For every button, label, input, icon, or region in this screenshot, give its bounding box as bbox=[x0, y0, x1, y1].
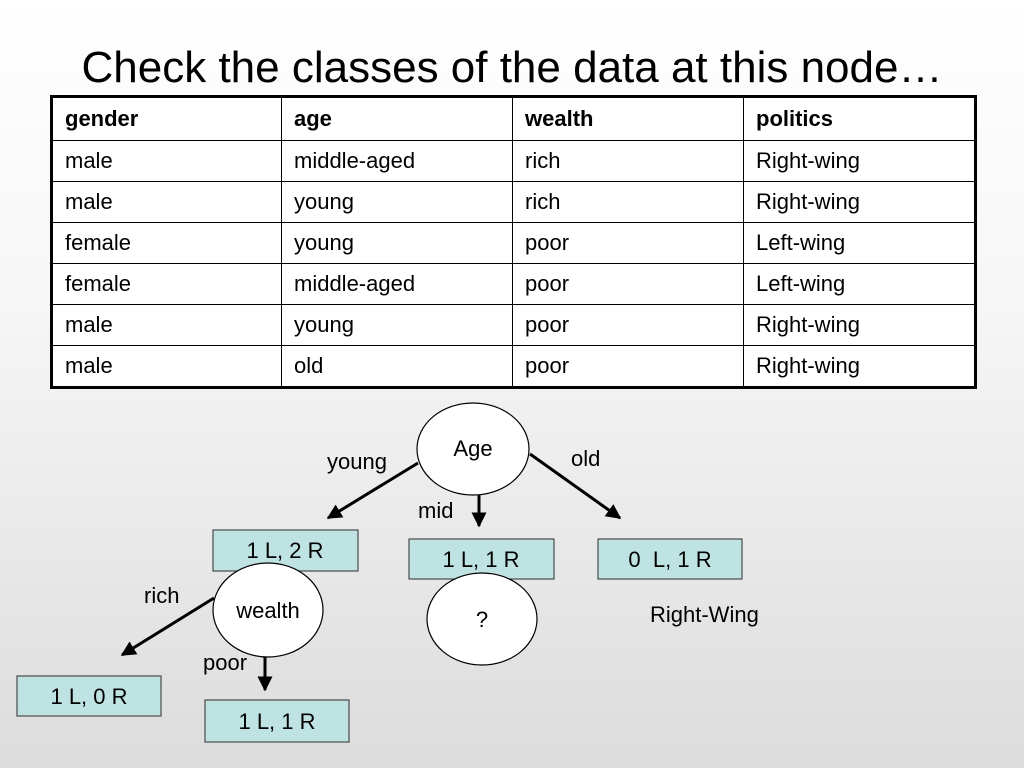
edge-old-arrow bbox=[529, 452, 622, 520]
leaf-poor-box bbox=[204, 699, 350, 743]
cell-age: young bbox=[281, 222, 513, 264]
leaf-young-label: 1 L, 2 R bbox=[246, 538, 323, 563]
cell-politics: Right-wing bbox=[743, 345, 976, 388]
node-wealth-label: wealth bbox=[235, 598, 300, 623]
cell-age: middle-aged bbox=[281, 140, 513, 182]
cell-gender: female bbox=[51, 263, 282, 305]
cell-wealth: rich bbox=[512, 181, 744, 223]
data-table: gender age wealth politics male middle-a… bbox=[50, 95, 977, 389]
header-gender: gender bbox=[51, 96, 282, 141]
leaf-rich-label: 1 L, 0 R bbox=[50, 684, 127, 709]
edge-old-label: old bbox=[571, 446, 600, 471]
edge-rich-arrow bbox=[120, 596, 215, 657]
cell-wealth: poor bbox=[512, 345, 744, 388]
cell-gender: female bbox=[51, 222, 282, 264]
node-wealth bbox=[212, 562, 324, 658]
table-row: male young poor Right-wing bbox=[51, 304, 976, 346]
table-row: female young poor Left-wing bbox=[51, 222, 976, 264]
cell-politics: Right-wing bbox=[743, 181, 976, 223]
node-age bbox=[416, 402, 530, 496]
cell-gender: male bbox=[51, 181, 282, 223]
cell-age: young bbox=[281, 304, 513, 346]
table-row: male old poor Right-wing bbox=[51, 345, 976, 388]
slide-title: Check the classes of the data at this no… bbox=[81, 43, 943, 92]
edge-young-arrow bbox=[326, 461, 419, 520]
node-unknown-label: ? bbox=[476, 607, 488, 632]
header-age: age bbox=[281, 96, 513, 141]
cell-gender: male bbox=[51, 304, 282, 346]
table-header-row: gender age wealth politics bbox=[51, 96, 976, 141]
leaf-mid-box bbox=[408, 538, 555, 580]
leaf-poor-label: 1 L, 1 R bbox=[238, 709, 315, 734]
leaf-mid-label: 1 L, 1 R bbox=[442, 547, 519, 572]
cell-age: old bbox=[281, 345, 513, 388]
edge-mid-label: mid bbox=[418, 498, 453, 523]
edge-rich-label: rich bbox=[144, 583, 179, 608]
edge-young-label: young bbox=[327, 449, 387, 474]
leaf-old-box bbox=[597, 538, 743, 580]
leaf-old-label: 0 L, 1 R bbox=[628, 547, 711, 572]
leaf-young-box bbox=[212, 529, 359, 572]
leaf-rich-box bbox=[16, 675, 162, 717]
cell-gender: male bbox=[51, 345, 282, 388]
cell-age: middle-aged bbox=[281, 263, 513, 305]
cell-wealth: poor bbox=[512, 222, 744, 264]
node-age-label: Age bbox=[453, 436, 492, 461]
edge-poor-label: poor bbox=[203, 650, 247, 675]
node-unknown bbox=[426, 572, 538, 666]
cell-wealth: rich bbox=[512, 140, 744, 182]
cell-wealth: poor bbox=[512, 304, 744, 346]
table-row: female middle-aged poor Left-wing bbox=[51, 263, 976, 305]
cell-politics: Right-wing bbox=[743, 304, 976, 346]
cell-politics: Left-wing bbox=[743, 222, 976, 264]
right-wing-note: Right-Wing bbox=[650, 602, 759, 627]
